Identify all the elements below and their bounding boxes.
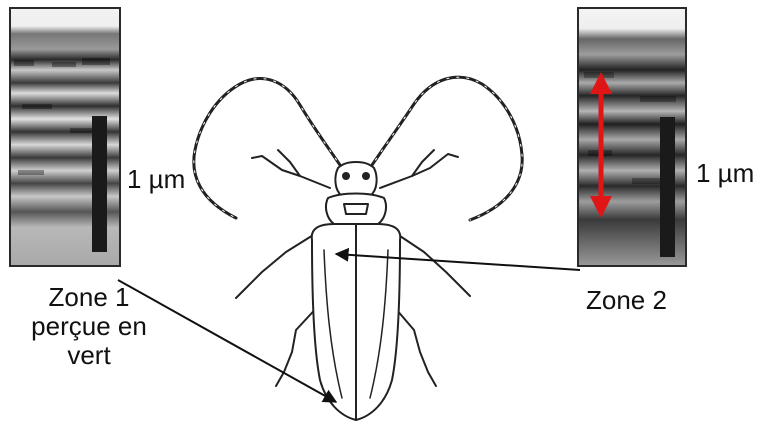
- zone1-label-line1: Zone 1: [14, 283, 164, 312]
- scale-label-left: 1 µm: [127, 165, 185, 194]
- scale-bar-right: [660, 117, 675, 257]
- scale-bar-left: [92, 116, 107, 252]
- zone1-label-line3: vert: [14, 341, 164, 370]
- zone1-label-line2: perçue en: [14, 312, 164, 341]
- longhorn-beetle-drawing: [194, 77, 522, 420]
- zone1-label: Zone 1 perçue en vert: [14, 283, 164, 370]
- zone2-label: Zone 2: [586, 286, 667, 315]
- micrograph-zone2: [578, 8, 686, 266]
- micrograph-zone1: [10, 8, 120, 266]
- scale-label-right: 1 µm: [696, 159, 754, 188]
